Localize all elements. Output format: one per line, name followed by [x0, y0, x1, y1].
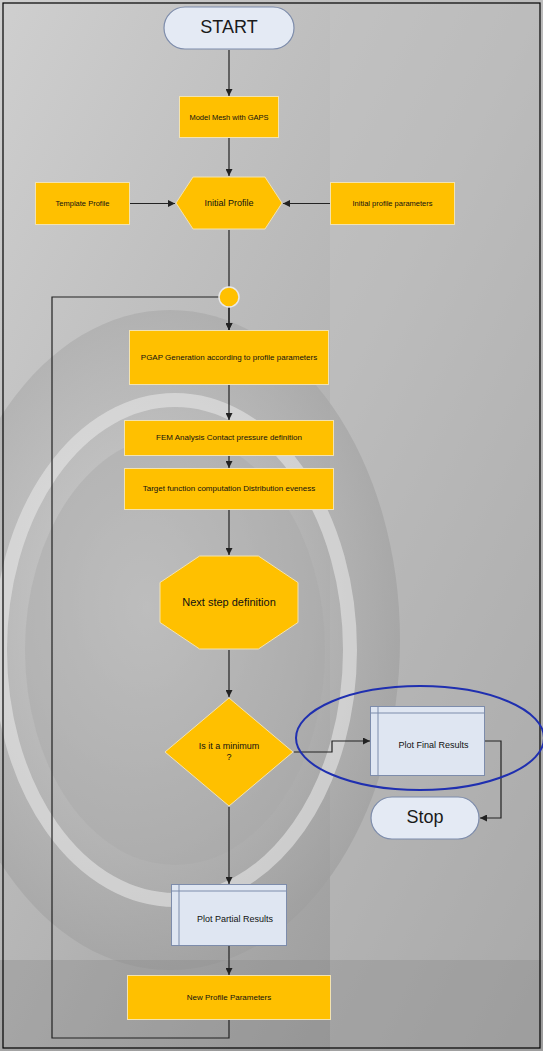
text-group: Initial Profile	[204, 198, 253, 209]
subprocess-box: Plot Partial Results	[171, 884, 287, 946]
text-group: FEM Analysis Contact pressure definition	[156, 433, 302, 443]
text-group: Model Mesh with GAPS	[189, 113, 268, 122]
text-group: Template Profile	[56, 199, 110, 208]
flow-arrow	[283, 203, 330, 204]
input-box: Initial profile parameters	[330, 182, 455, 225]
process-box: FEM Analysis Contact pressure definition	[124, 420, 334, 456]
flow-arrow	[228, 138, 229, 176]
node-label: START	[200, 17, 257, 39]
step-octagon: Next step definition	[159, 555, 299, 650]
text-group: Target function computation Distribution…	[143, 484, 316, 494]
text-group: Is it a minimum ?	[196, 741, 263, 763]
flow-arrow	[228, 807, 229, 884]
node-label: Next step definition	[182, 596, 276, 609]
node-label: FEM Analysis Contact pressure definition	[156, 433, 302, 443]
highlight-ellipse	[296, 686, 543, 790]
process-box: New Profile Parameters	[127, 975, 331, 1020]
text-group: New Profile Parameters	[187, 993, 271, 1003]
junction-circle	[219, 287, 239, 307]
start-terminal: START	[163, 6, 295, 50]
node-label: Template Profile	[56, 199, 110, 208]
flow-arrow	[228, 510, 229, 555]
node-label: Is it a minimum ?	[196, 741, 263, 763]
text-group: START	[200, 17, 257, 39]
node-label: PGAP Generation according to profile par…	[141, 353, 317, 363]
flow-arrow	[228, 50, 229, 96]
flow-arrow	[294, 741, 370, 752]
flow-arrow	[228, 456, 229, 468]
flow-arrow	[228, 650, 229, 697]
text-group: PGAP Generation according to profile par…	[141, 353, 317, 363]
subprocess-box: Plot Final Results	[370, 706, 485, 776]
text-group: Next step definition	[182, 596, 276, 609]
preparation-hexagon: Initial Profile	[175, 176, 283, 230]
node-label: New Profile Parameters	[187, 993, 271, 1003]
text-group: Stop	[406, 807, 443, 829]
stop-terminal: Stop	[370, 796, 480, 840]
node-label: Plot Final Results	[398, 740, 468, 751]
decision-diamond: Is it a minimum ?	[164, 697, 294, 807]
flow-arrow	[228, 385, 229, 420]
node-label: Plot Partial Results	[197, 914, 273, 925]
text-group: Plot Final Results	[398, 740, 468, 751]
node-label: Model Mesh with GAPS	[189, 113, 268, 122]
node-label: Initial profile parameters	[352, 199, 432, 208]
input-box: Template Profile	[35, 182, 130, 225]
node-label: Target function computation Distribution…	[143, 484, 316, 494]
node-label: Initial Profile	[204, 198, 253, 209]
process-box: PGAP Generation according to profile par…	[129, 330, 329, 385]
text-group: Plot Partial Results	[197, 914, 273, 925]
process-box: Model Mesh with GAPS	[179, 96, 279, 138]
flow-arrow	[228, 946, 229, 975]
text-group: Initial profile parameters	[352, 199, 432, 208]
flow-arrow	[130, 203, 175, 204]
node-label: Stop	[406, 807, 443, 829]
process-box: Target function computation Distribution…	[124, 468, 334, 510]
